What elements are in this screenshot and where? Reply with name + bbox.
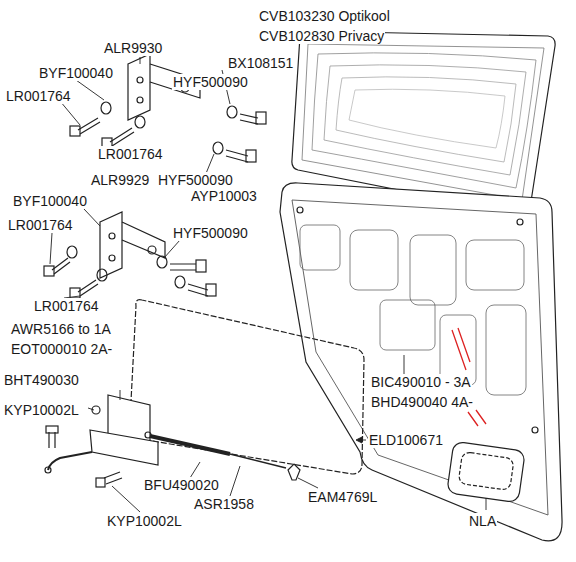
part-number: KYP10002L <box>3 402 80 418</box>
part-number: BYF100040 <box>12 193 88 209</box>
part-number: ASR1958 <box>193 496 255 512</box>
part-number: EAM4769L <box>307 489 378 505</box>
tailgate-door <box>280 183 562 541</box>
part-number: BHD490040 4A- <box>370 394 474 410</box>
door-seal <box>130 300 364 474</box>
part-number: ALR9930 <box>103 40 163 56</box>
part-number: HYF500090 <box>157 172 234 188</box>
latch-bracket <box>45 430 158 473</box>
part-number: LR001764 <box>33 298 100 314</box>
bolts-washers <box>44 102 300 487</box>
part-number: HYF500090 <box>172 225 249 241</box>
part-number: CVB102830 Privacy <box>258 28 385 44</box>
part-number: KYP10002L <box>106 513 183 529</box>
part-number: BFU490020 <box>143 477 220 493</box>
part-number: LR001764 <box>5 88 72 104</box>
part-number: LR001764 <box>7 217 74 233</box>
part-number: AYP10003 <box>190 188 258 204</box>
gas-strut <box>145 432 286 468</box>
part-number: LR001764 <box>97 146 164 162</box>
part-number: CVB103230 Optikool <box>258 8 391 24</box>
part-number: HYF500090 <box>172 74 249 90</box>
part-number: NLA <box>468 513 497 529</box>
part-number: BX108151 <box>227 55 294 71</box>
part-number: ALR9929 <box>90 172 150 188</box>
leader-lines <box>50 57 486 512</box>
part-number: BHT490030 <box>3 372 80 388</box>
door-handle <box>447 441 526 503</box>
part-number: AWR5166 to 1A <box>10 321 112 337</box>
part-number: BYF100040 <box>38 65 114 81</box>
lower-hinge <box>100 212 165 278</box>
part-number: EOT000010 2A- <box>10 341 113 357</box>
part-number: ELD100671 <box>368 432 444 448</box>
part-number: BIC490010 - 3A <box>370 374 472 390</box>
